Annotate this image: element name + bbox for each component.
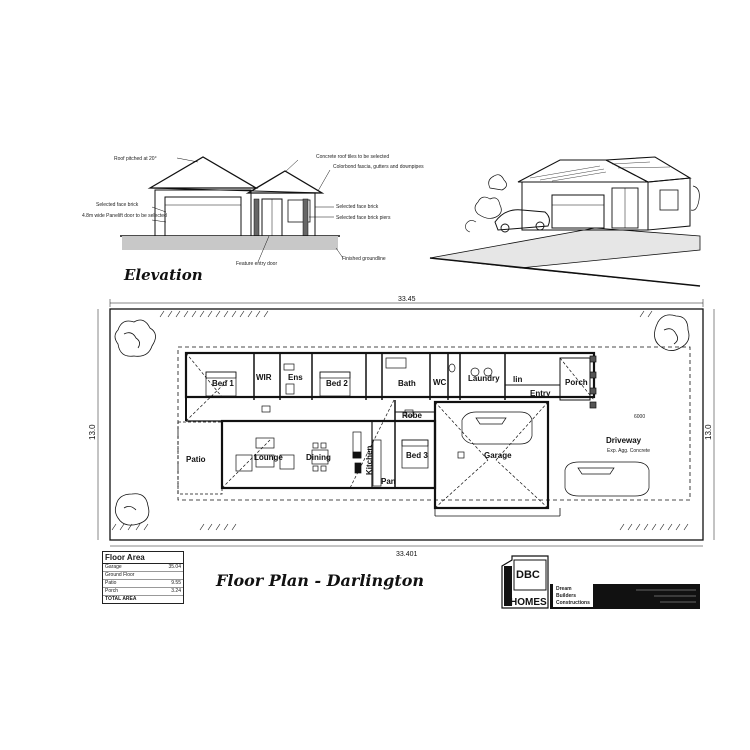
floor-area-table: Floor Area Garage 35.04 Ground Floor Pat… xyxy=(102,551,184,604)
front-elevation-drawing xyxy=(120,156,344,263)
room-garage-label: Garage xyxy=(484,451,512,460)
roof-pitch-note: Roof pitched at 20° xyxy=(114,156,157,162)
face-brick-left-note: Selected face brick xyxy=(96,202,139,208)
perspective-sketch xyxy=(429,156,701,287)
room-lounge-label: Lounge xyxy=(254,453,283,462)
area-value: 35.04 xyxy=(168,564,181,570)
area-label: Porch xyxy=(105,588,119,594)
room-bed1-label: Bed 1 xyxy=(212,379,234,388)
area-value: 3.24 xyxy=(171,588,181,594)
room-entry-label: Entry xyxy=(530,389,551,398)
company-line-3-band: Constructions xyxy=(556,600,590,606)
logo-letters: DBC xyxy=(516,569,540,581)
face-brick-right-note: Selected face brick xyxy=(336,204,379,210)
plan-title: Floor Plan - Darlington xyxy=(215,571,424,590)
lot-boundary xyxy=(109,308,704,541)
roof-tiles-note: Concrete roof tiles to be selected xyxy=(316,154,389,160)
table-row: Patio 9.55 xyxy=(103,580,183,588)
dimension-bottom: 33.401 xyxy=(396,551,418,558)
room-dining-label: Dining xyxy=(306,453,331,462)
room-kitchen-label: Kitchen xyxy=(365,446,374,475)
room-linen-label: lin xyxy=(513,375,522,384)
room-patio-label: Patio xyxy=(186,455,206,464)
table-row-total: TOTAL AREA xyxy=(103,596,183,603)
dimension-top: 33.45 xyxy=(398,296,416,303)
company-logo xyxy=(501,555,549,609)
entry-door-note: Feature entry door xyxy=(236,261,277,267)
dimension-left: 13.0 xyxy=(88,424,97,440)
driveway-note: Exp. Agg. Concrete xyxy=(607,448,650,454)
room-pantry-label: Pan xyxy=(381,477,396,486)
driveway-label: Driveway xyxy=(606,436,642,445)
company-line-2-band: Builders xyxy=(556,593,576,599)
table-row: Garage 35.04 xyxy=(103,564,183,572)
table-row: Porch 3.24 xyxy=(103,588,183,596)
logo-word: HOMES xyxy=(510,597,547,608)
dimension-right: 13.0 xyxy=(704,424,713,440)
area-label: Garage xyxy=(105,564,122,570)
panel-door-note: 4.8m wide Panelift door to be selected xyxy=(82,213,167,219)
brick-piers-note: Selected face brick piers xyxy=(336,215,391,221)
room-wc-label: WC xyxy=(433,378,447,387)
fascia-note: Colorbond fascia, gutters and downpipes xyxy=(333,164,424,170)
groundline-note: Finished groundline xyxy=(342,256,386,262)
floor-plan-drawing xyxy=(97,299,715,547)
room-ensuite-label: Ens xyxy=(288,373,303,382)
room-bed2-label: Bed 2 xyxy=(326,379,348,388)
elevation-heading: Elevation xyxy=(123,266,203,284)
room-bath-label: Bath xyxy=(398,379,416,388)
room-bed3-label: Bed 3 xyxy=(406,451,428,460)
room-laundry-label: Laundry xyxy=(468,374,500,383)
room-porch-label: Porch xyxy=(565,378,588,387)
table-row: Ground Floor xyxy=(103,572,183,580)
area-total-label: TOTAL AREA xyxy=(105,596,137,602)
area-value: 9.55 xyxy=(171,580,181,586)
floor-area-heading: Floor Area xyxy=(103,552,183,564)
contact-details-illegible xyxy=(636,589,696,603)
area-label: Ground Floor xyxy=(105,572,135,578)
company-line-1-band: Dream xyxy=(556,586,572,592)
room-robe-label: Robe xyxy=(402,411,423,420)
room-wir-label: WIR xyxy=(256,373,272,382)
dimension-driveway: 6000 xyxy=(634,414,645,420)
area-label: Patio xyxy=(105,580,117,586)
